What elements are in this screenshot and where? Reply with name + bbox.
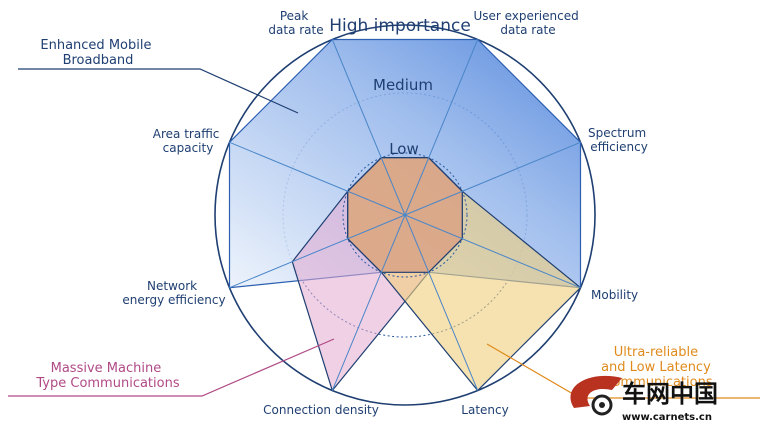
level-label-low: Low xyxy=(389,140,419,158)
axes xyxy=(229,39,581,391)
axis-label-connection-density: Connection density xyxy=(263,403,379,417)
embb-callout-line xyxy=(18,68,299,114)
axis-line-peak-data-rate xyxy=(331,39,406,216)
low-ring xyxy=(342,152,468,278)
watermark-url: www.carnets.cn xyxy=(622,412,712,423)
watermark-brand: 车网中国 xyxy=(622,380,718,408)
axis-label-peak-data-rate: Peak data rate xyxy=(268,9,323,37)
axis-label-spectrum-efficiency: Spectrum efficiency xyxy=(588,126,650,154)
outer-circle xyxy=(214,24,596,406)
level-label-high: High importance xyxy=(329,16,471,36)
axis-label-mobility: Mobility xyxy=(591,288,638,302)
axis-label-network-energy-efficiency: Network energy efficiency xyxy=(122,279,225,307)
axis-line-area-traffic-capacity xyxy=(229,141,406,216)
axis-label-user-experienced-data-rate: User experienced data rate xyxy=(473,9,582,37)
axis-line-spectrum-efficiency xyxy=(404,141,581,216)
axis-line-latency xyxy=(404,214,479,391)
mmtc-callout-line xyxy=(8,338,335,397)
axis-line-mobility xyxy=(404,214,581,289)
axis-label-area-traffic-capacity: Area traffic capacity xyxy=(153,127,223,155)
axis-line-network-energy-efficiency xyxy=(229,214,406,289)
carnets-logo-icon xyxy=(570,375,622,416)
scenario-label-embb: Enhanced Mobile Broadband xyxy=(40,38,155,68)
scenario-label-urllc: Ultra-reliable and Low Latency Communica… xyxy=(601,345,715,390)
level-label-medium: Medium xyxy=(373,76,433,94)
scenario-label-mmtc: Massive Machine Type Communications xyxy=(35,361,179,391)
axis-label-latency: Latency xyxy=(461,403,508,417)
watermark: 车网中国 www.carnets.cn xyxy=(570,375,718,423)
axis-line-user-experienced-data-rate xyxy=(404,39,479,216)
axis-line-connection-density xyxy=(331,214,406,391)
